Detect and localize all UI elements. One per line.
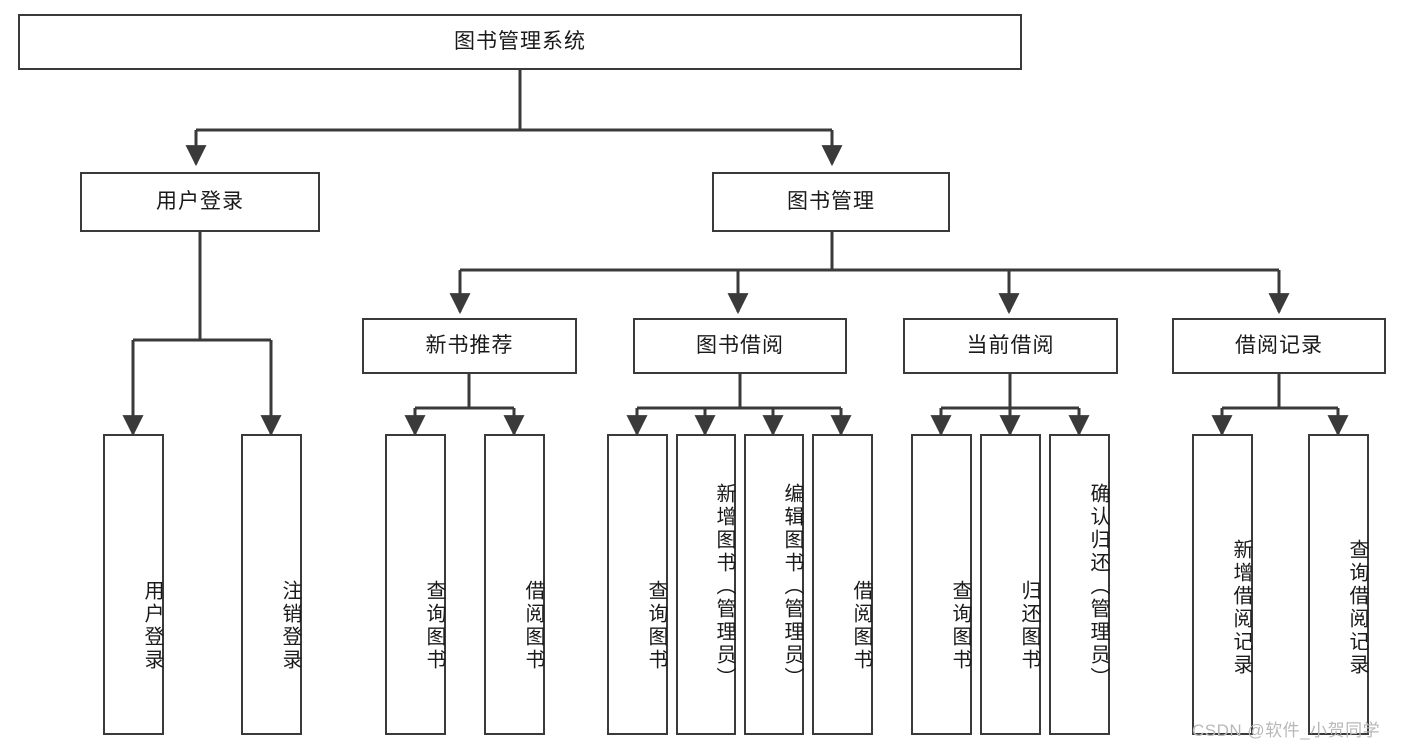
node-book-borrow[interactable]: 图书借阅 bbox=[633, 318, 847, 374]
leaf-query-book-1[interactable]: 查询图书 bbox=[385, 434, 446, 735]
leaf-query-book-3-label: 查询图书 bbox=[949, 579, 971, 672]
leaf-return-book[interactable]: 归还图书 bbox=[980, 434, 1041, 735]
leaf-edit-book-label: 编辑图书（管理员） bbox=[781, 483, 803, 690]
leaf-borrow-book-1-label: 借阅图书 bbox=[522, 579, 544, 672]
leaf-add-book-label: 新增图书（管理员） bbox=[713, 483, 735, 690]
watermark: CSDN @软件_小贺同学 bbox=[1192, 721, 1381, 740]
node-current-borrow[interactable]: 当前借阅 bbox=[903, 318, 1118, 374]
node-user-login[interactable]: 用户登录 bbox=[80, 172, 320, 232]
leaf-add-book[interactable]: 新增图书（管理员） bbox=[676, 434, 736, 735]
node-borrow-record[interactable]: 借阅记录 bbox=[1172, 318, 1386, 374]
node-new-book-rec-label: 新书推荐 bbox=[425, 334, 514, 358]
leaf-query-book-1-label: 查询图书 bbox=[423, 579, 445, 672]
node-current-borrow-label: 当前借阅 bbox=[966, 334, 1055, 358]
leaf-query-book-2-label: 查询图书 bbox=[645, 579, 667, 672]
leaf-borrow-book-2[interactable]: 借阅图书 bbox=[812, 434, 873, 735]
leaf-user-logout-label: 注销登录 bbox=[279, 579, 301, 672]
leaf-query-record[interactable]: 查询借阅记录 bbox=[1308, 434, 1369, 735]
leaf-add-record-label: 新增借阅记录 bbox=[1230, 538, 1252, 677]
leaf-borrow-book-2-label: 借阅图书 bbox=[850, 579, 872, 672]
node-book-borrow-label: 图书借阅 bbox=[696, 334, 784, 358]
node-borrow-record-label: 借阅记录 bbox=[1235, 334, 1323, 358]
node-user-login-label: 用户登录 bbox=[156, 190, 244, 214]
node-root[interactable]: 图书管理系统 bbox=[18, 14, 1022, 70]
leaf-borrow-book-1[interactable]: 借阅图书 bbox=[484, 434, 545, 735]
node-new-book-rec[interactable]: 新书推荐 bbox=[362, 318, 577, 374]
leaf-query-book-2[interactable]: 查询图书 bbox=[607, 434, 668, 735]
leaf-user-login[interactable]: 用户登录 bbox=[103, 434, 164, 735]
leaf-confirm-return-label: 确认归还（管理员） bbox=[1087, 483, 1109, 690]
leaf-user-logout[interactable]: 注销登录 bbox=[241, 434, 302, 735]
leaf-query-record-label: 查询借阅记录 bbox=[1346, 538, 1368, 677]
leaf-add-record[interactable]: 新增借阅记录 bbox=[1192, 434, 1253, 735]
leaf-edit-book[interactable]: 编辑图书（管理员） bbox=[744, 434, 804, 735]
node-book-manage[interactable]: 图书管理 bbox=[712, 172, 950, 232]
leaf-return-book-label: 归还图书 bbox=[1018, 579, 1040, 672]
leaf-confirm-return[interactable]: 确认归还（管理员） bbox=[1049, 434, 1110, 735]
node-book-manage-label: 图书管理 bbox=[787, 190, 875, 214]
node-root-label: 图书管理系统 bbox=[454, 30, 586, 54]
leaf-query-book-3[interactable]: 查询图书 bbox=[911, 434, 972, 735]
leaf-user-login-label: 用户登录 bbox=[141, 579, 163, 672]
